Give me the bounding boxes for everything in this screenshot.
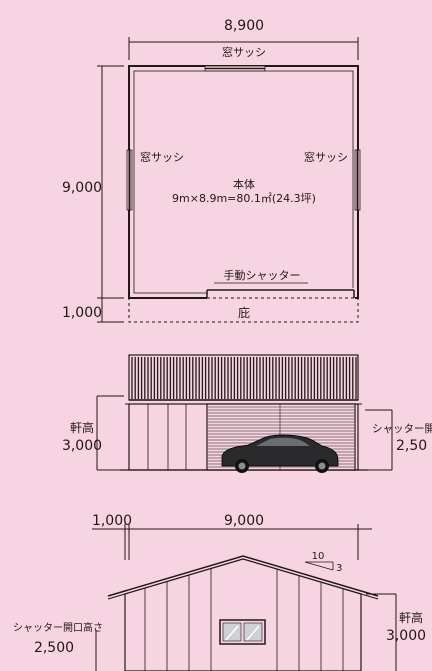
side-shutter-open-dim: 2,500 <box>34 640 74 656</box>
plan-eave-outline <box>128 297 359 323</box>
front-shutter-open-label: シャッター開 <box>372 423 432 435</box>
side-eave-height-label: 軒高 <box>399 610 423 625</box>
plan-eave-dim: 1,000 <box>62 305 102 321</box>
side-elevation <box>92 524 397 671</box>
plan-body-label: 本体 <box>233 177 255 191</box>
side-shutter-open-label: シャッター開口高さ <box>13 621 103 634</box>
car-icon <box>221 434 339 473</box>
side-wall <box>124 558 362 671</box>
plan-depth-dim: 9,000 <box>62 180 102 196</box>
side-length-dim: 9,000 <box>224 513 264 529</box>
side-eave-depth-dim: 1,000 <box>92 513 132 529</box>
front-eave-height-label: 軒高 <box>70 420 94 435</box>
plan-window-top-label: 窓サッシ <box>222 45 266 59</box>
plan-eave-label: 庇 <box>238 305 250 320</box>
plan-width-dim: 8,900 <box>224 18 264 34</box>
front-shutter-open-dim: 2,50 <box>396 438 427 454</box>
plan-view <box>97 37 361 323</box>
front-eave-height-dim: 3,000 <box>62 438 102 454</box>
side-eave-height-dim: 3,000 <box>386 628 426 644</box>
side-slope-run: 10 <box>312 551 325 562</box>
plan-window-left-label: 窓サッシ <box>140 150 184 164</box>
plan-body-area: 9m×8.9m=80.1㎡(24.3坪) <box>172 192 316 205</box>
side-slope-rise: 3 <box>336 563 342 574</box>
plan-shutter-label: 手動シャッター <box>224 268 301 282</box>
plan-window-right-label: 窓サッシ <box>304 150 348 164</box>
